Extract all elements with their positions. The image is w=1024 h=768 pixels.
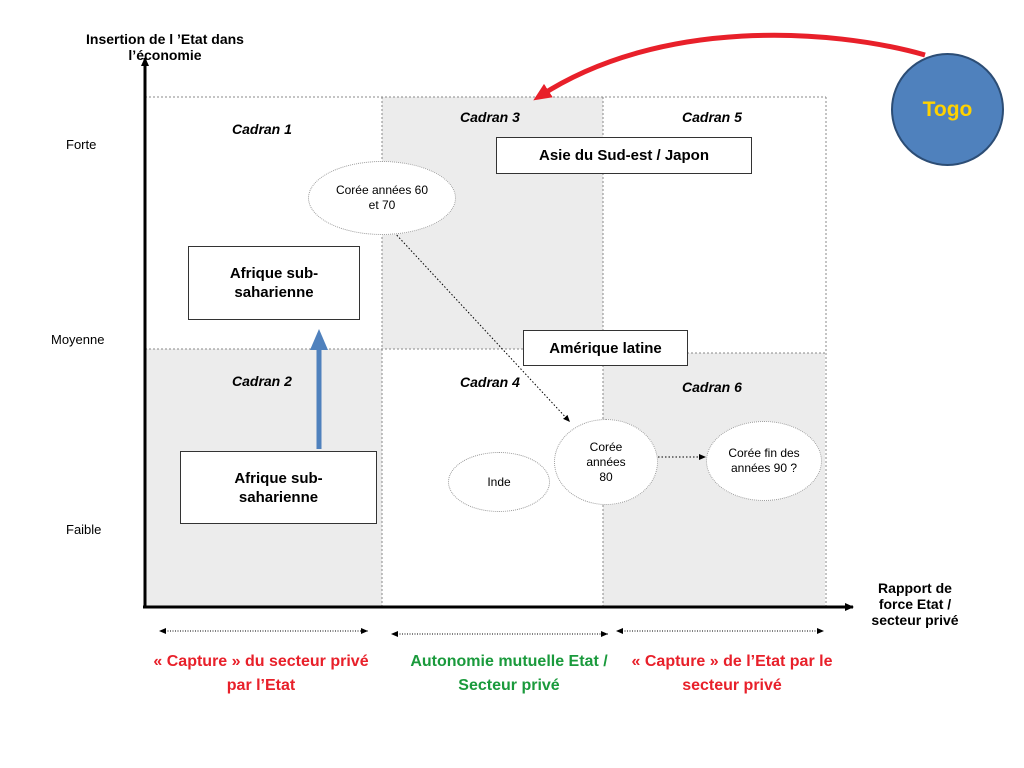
afrique-box-top: Afrique sub-saharienne: [188, 246, 360, 320]
y-level-moyenne: Moyenne: [51, 332, 105, 347]
togo-circle: Togo: [891, 53, 1004, 166]
cadran-1-label: Cadran 1: [232, 121, 292, 137]
amerique-latine-box-label: Amérique latine: [549, 339, 662, 357]
coree-90-bubble: Corée fin des années 90 ?: [706, 421, 822, 501]
y-axis-title: Insertion de l ’Etat dans l’économie: [86, 31, 244, 63]
cadran-3-label: Cadran 3: [460, 109, 520, 125]
bottom-label-capture-etat: « Capture » de l’Etat par le secteur pri…: [631, 653, 833, 694]
coree-60-70-bubble: Corée années 60 et 70: [308, 161, 456, 235]
togo-label: Togo: [922, 97, 973, 121]
coree-80-label: Corée années 80: [586, 439, 626, 484]
inde-label: Inde: [487, 474, 511, 489]
coree-80-bubble: Corée années 80: [554, 419, 658, 505]
trajectory-arrow-1: [391, 229, 571, 423]
cadran-4-label: Cadran 4: [460, 374, 520, 390]
cadran-6-label: Cadran 6: [682, 379, 742, 395]
blue-arrow-head: [310, 329, 328, 350]
coree-60-70-label: Corée années 60 et 70: [335, 183, 429, 212]
amerique-latine-box: Amérique latine: [523, 330, 688, 366]
bottom-label-autonomie-mutuelle: Autonomie mutuelle Etat / Secteur privé: [410, 653, 608, 694]
y-level-faible: Faible: [66, 522, 102, 537]
afrique-box-top-label: Afrique sub-saharienne: [229, 265, 319, 301]
coree-90-label: Corée fin des années 90 ?: [728, 446, 800, 475]
bottom-label-capture-secteur-prive: « Capture » du secteur privé par l’Etat: [153, 653, 369, 694]
cadran-5-label: Cadran 5: [682, 109, 742, 125]
cadran-2-label: Cadran 2: [232, 373, 292, 389]
asie-box-label: Asie du Sud-est / Japon: [538, 147, 710, 164]
x-axis-title: Rapport de force Etat / secteur privé: [871, 580, 959, 628]
togo-red-arrow: [533, 32, 926, 101]
afrique-box-bottom-label: Afrique sub-saharienne: [234, 469, 323, 506]
asie-box: Asie du Sud-est / Japon: [496, 137, 752, 174]
y-level-forte: Forte: [66, 137, 97, 152]
inde-bubble: Inde: [448, 452, 550, 512]
afrique-box-bottom: Afrique sub-saharienne: [180, 451, 377, 524]
